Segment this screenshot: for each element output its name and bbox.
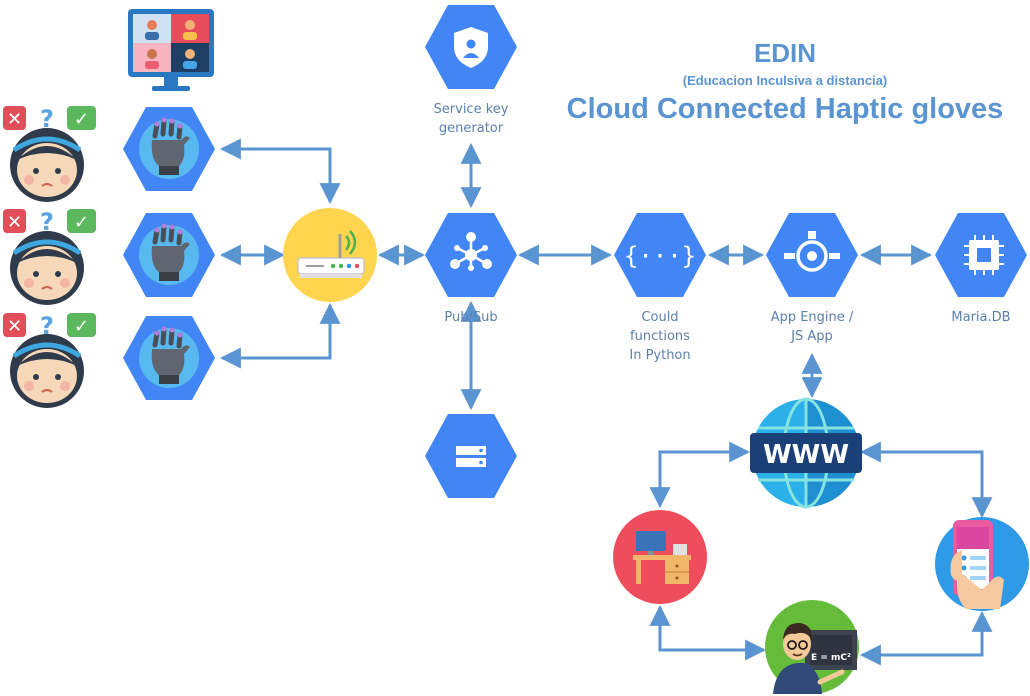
wifi-router-icon[interactable] [283,208,377,302]
teacher-icon[interactable]: E = mC² [765,600,859,694]
svg-text:✓: ✓ [74,212,89,233]
app-engine-icon[interactable] [766,213,858,297]
haptic-glove-1-icon[interactable] [123,107,215,191]
pubsub-label: Pub/Sub [444,310,498,325]
svg-text:✓: ✓ [74,316,89,337]
service-key-generator-icon[interactable] [425,5,517,89]
service-key-label: Service key generator [433,102,509,136]
cloud-functions-icon[interactable]: {···} [614,213,706,297]
arrow-www-desk [649,441,751,509]
arrow-desk-teacher [649,604,767,661]
svg-text:?: ? [40,208,54,236]
mariadb-icon[interactable] [935,213,1027,297]
mariadb-label: Maria.DB [951,310,1011,325]
storage-icon[interactable] [425,414,517,498]
mobile-phone-icon[interactable] [935,517,1029,611]
app-engine-label: App Engine / JS App [770,310,854,344]
arrow-glove1-router [219,138,341,205]
arrow-glove3-router [219,302,341,369]
diagram-title: EDIN [753,38,817,68]
svg-text:✕: ✕ [7,212,22,233]
pubsub-icon[interactable] [425,213,517,297]
diagram-subtitle: (Educacion Inculsiva a distancia) [682,73,888,88]
computer-desk-icon[interactable] [613,510,707,604]
functions-label: Could functions In Python [629,310,691,363]
svg-text:?: ? [40,105,54,133]
svg-text:?: ? [40,312,54,340]
arrow-www-phone [859,441,993,519]
diagram-headline: Cloud Connected Haptic gloves [566,93,1004,125]
student-1-icon: ✕ ? ✓ [3,105,96,202]
svg-text:WWW: WWW [763,440,849,470]
svg-text:E = mC²: E = mC² [811,653,851,663]
student-2-icon: ✕ ? ✓ [3,208,96,305]
arrow-phone-teacher [859,610,993,666]
www-globe-icon[interactable]: WWW [750,397,862,509]
svg-text:✓: ✓ [74,109,89,130]
video-call-monitor-icon [128,9,214,91]
svg-text:✕: ✕ [7,316,22,337]
student-3-icon: ✕ ? ✓ [3,312,96,408]
svg-text:✕: ✕ [7,109,22,130]
haptic-glove-3-icon[interactable] [123,316,215,400]
haptic-glove-2-icon[interactable] [123,213,215,297]
svg-text:{···}: {···} [624,242,696,270]
